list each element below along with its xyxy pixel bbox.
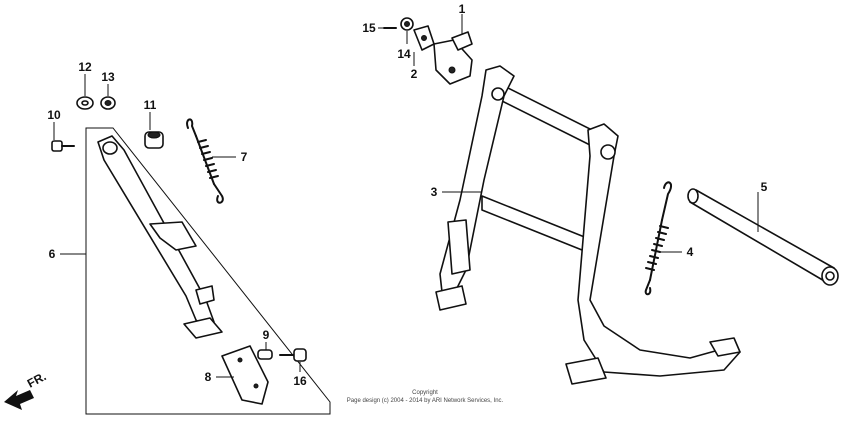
side-stand-part[interactable] — [97, 135, 223, 339]
callout-13[interactable]: 13 — [101, 70, 115, 84]
bolt-part-16[interactable] — [279, 348, 307, 362]
callout-15[interactable]: 15 — [362, 21, 376, 35]
washer-part-12[interactable] — [76, 96, 94, 110]
callout-8[interactable]: 8 — [205, 370, 212, 384]
callout-9[interactable]: 9 — [263, 328, 270, 342]
nut-part-14[interactable] — [400, 17, 414, 31]
rubber-pad-part-8[interactable] — [221, 345, 269, 405]
leader-lines — [53, 14, 759, 378]
copyright-line-2: Page design (c) 2004 - 2014 by ARI Netwo… — [347, 398, 504, 404]
callout-2[interactable]: 2 — [411, 67, 418, 81]
callout-11[interactable]: 11 — [144, 98, 157, 112]
callout-3[interactable]: 3 — [431, 185, 438, 199]
front-direction-arrow-icon — [4, 390, 34, 410]
nut-part-13[interactable] — [100, 96, 116, 110]
spring-part-4[interactable] — [644, 181, 673, 296]
spring-part-7[interactable] — [186, 118, 224, 204]
copyright-line-1: Copyright — [412, 390, 438, 396]
bolt-part-10[interactable] — [51, 140, 75, 152]
callout-5[interactable]: 5 — [761, 180, 768, 194]
callout-7[interactable]: 7 — [241, 150, 248, 164]
collar-part-11[interactable] — [144, 131, 164, 149]
shaft-part-5[interactable] — [687, 188, 839, 286]
callout-6[interactable]: 6 — [49, 247, 56, 261]
callout-14[interactable]: 14 — [397, 47, 411, 61]
callout-12[interactable]: 12 — [78, 60, 92, 74]
front-direction-label: FR. — [25, 369, 49, 390]
pin-part-9[interactable] — [257, 349, 273, 360]
plate-part-2[interactable] — [413, 25, 435, 51]
callout-1[interactable]: 1 — [459, 2, 466, 16]
bracket-part-1[interactable] — [433, 31, 473, 85]
side-stand-group-frame — [85, 127, 331, 415]
callout-10[interactable]: 10 — [47, 108, 61, 122]
callout-16[interactable]: 16 — [293, 374, 307, 388]
callout-4[interactable]: 4 — [687, 245, 694, 259]
main-stand-part[interactable] — [435, 65, 741, 385]
